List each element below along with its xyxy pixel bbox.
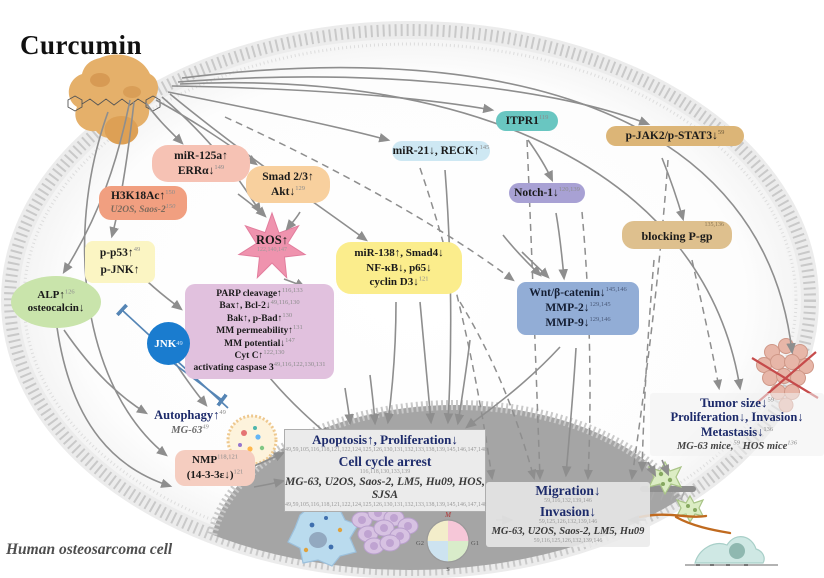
node-alp-osteocalcin: ALP↑126 osteocalcin↓	[11, 276, 101, 328]
node-wnt-mmp: Wnt/β-catenin↓145,146 MMP-2↓129,145 MMP-…	[517, 282, 639, 335]
node-smad23: Smad 2/3↑ Akt↓129	[246, 166, 330, 203]
wheel-label-g2: G2	[416, 540, 424, 547]
node-ros: ROS↑ 122,140,147	[256, 233, 288, 254]
node-notch1: Notch-1↓120,139	[509, 183, 585, 203]
outcome-invivo-box: Tumor size↓59 Proliferation↓, Invasion↓ …	[650, 393, 824, 456]
node-mir125a: miR-125a↑ ERRα↓149	[152, 145, 250, 182]
node-nmp: NMP118,121 (14-3-3ε↓)121	[175, 450, 255, 486]
ros-star-icon	[237, 211, 307, 279]
node-mir138: miR-138↑, Smad4↓ NF-κB↓, p65↓ cyclin D3↓…	[336, 242, 462, 294]
tumor-cells-cluster-icon	[351, 504, 419, 555]
node-pgp: 135,136 blocking P-gp	[622, 221, 732, 249]
wheel-label-m: M	[444, 511, 452, 519]
outcome-apoptosis-box: Apoptosis↑, Proliferation↓ 49,59,105,116…	[284, 429, 487, 512]
node-mir21-reck: miR-21↓, RECK↑145	[392, 141, 490, 161]
wheel-label-s: S	[446, 566, 450, 573]
node-h3k18ac: H3K18Ac↑150 U2OS, Saos-2150	[99, 186, 187, 220]
migrating-cell-icon	[685, 536, 778, 566]
node-mitochondrial-apoptosis: PARP cleavage↑116,133 Bax↑, Bcl-2↓49,116…	[185, 284, 334, 379]
node-pp53-pjnk: p-p53↑49 p-JNK↑	[85, 241, 155, 283]
node-autophagy: Autophagy↑49 MG-6349	[154, 408, 226, 436]
outcome-migration-box: Migration↓ 59,116,132,139,146 Invasion↓ …	[486, 482, 650, 547]
cell-type-label: Human osteosarcoma cell	[6, 541, 173, 558]
cell-cycle-wheel-icon: M G1 S G2	[416, 511, 479, 573]
node-pjak2-pstat3: p-JAK2/p-STAT3↓59	[606, 126, 744, 146]
node-itpr1: ITPR1119	[496, 111, 558, 131]
diagram-title: Curcumin	[20, 30, 143, 60]
wheel-label-g1: G1	[471, 540, 479, 547]
curcumin-molecule-icon	[67, 54, 161, 145]
